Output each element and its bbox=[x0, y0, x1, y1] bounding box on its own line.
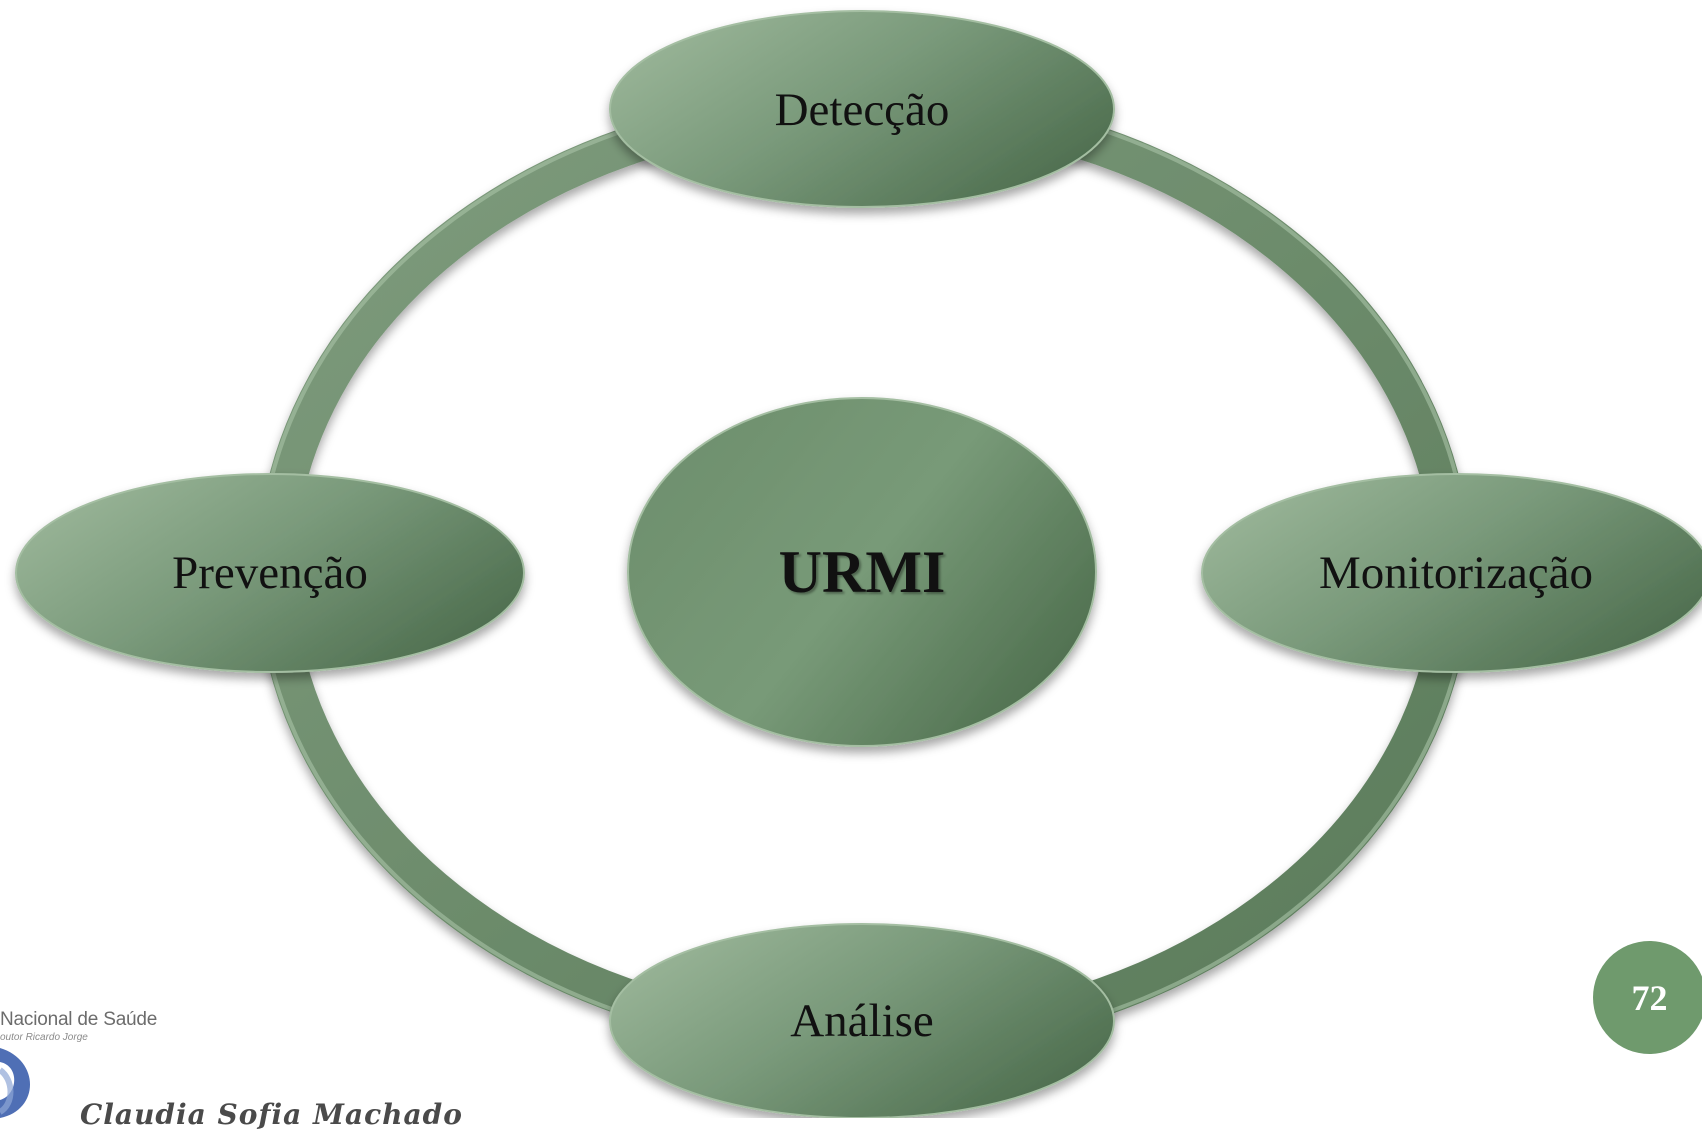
author-signature: Claudia Sofia Machado bbox=[80, 1098, 463, 1131]
node-right-label: Monitorização bbox=[1318, 547, 1594, 599]
logo-sub-text: outor Ricardo Jorge bbox=[0, 1032, 88, 1043]
node-right-shape[interactable] bbox=[1201, 473, 1702, 673]
node-top-shape[interactable] bbox=[609, 10, 1115, 208]
node-bottom-label: Análise bbox=[790, 995, 934, 1047]
logo-org-text: Nacional de Saúde bbox=[0, 1009, 158, 1030]
node-left-shape[interactable] bbox=[15, 473, 525, 673]
node-top-label: Detecção bbox=[774, 84, 950, 136]
node-left-label: Prevenção bbox=[172, 547, 368, 599]
center-node-shape[interactable] bbox=[627, 397, 1097, 747]
logo-mark-accent bbox=[0, 1067, 14, 1115]
center-node-label: URMI bbox=[778, 538, 946, 605]
page-number-badge: 72 bbox=[1593, 941, 1702, 1054]
